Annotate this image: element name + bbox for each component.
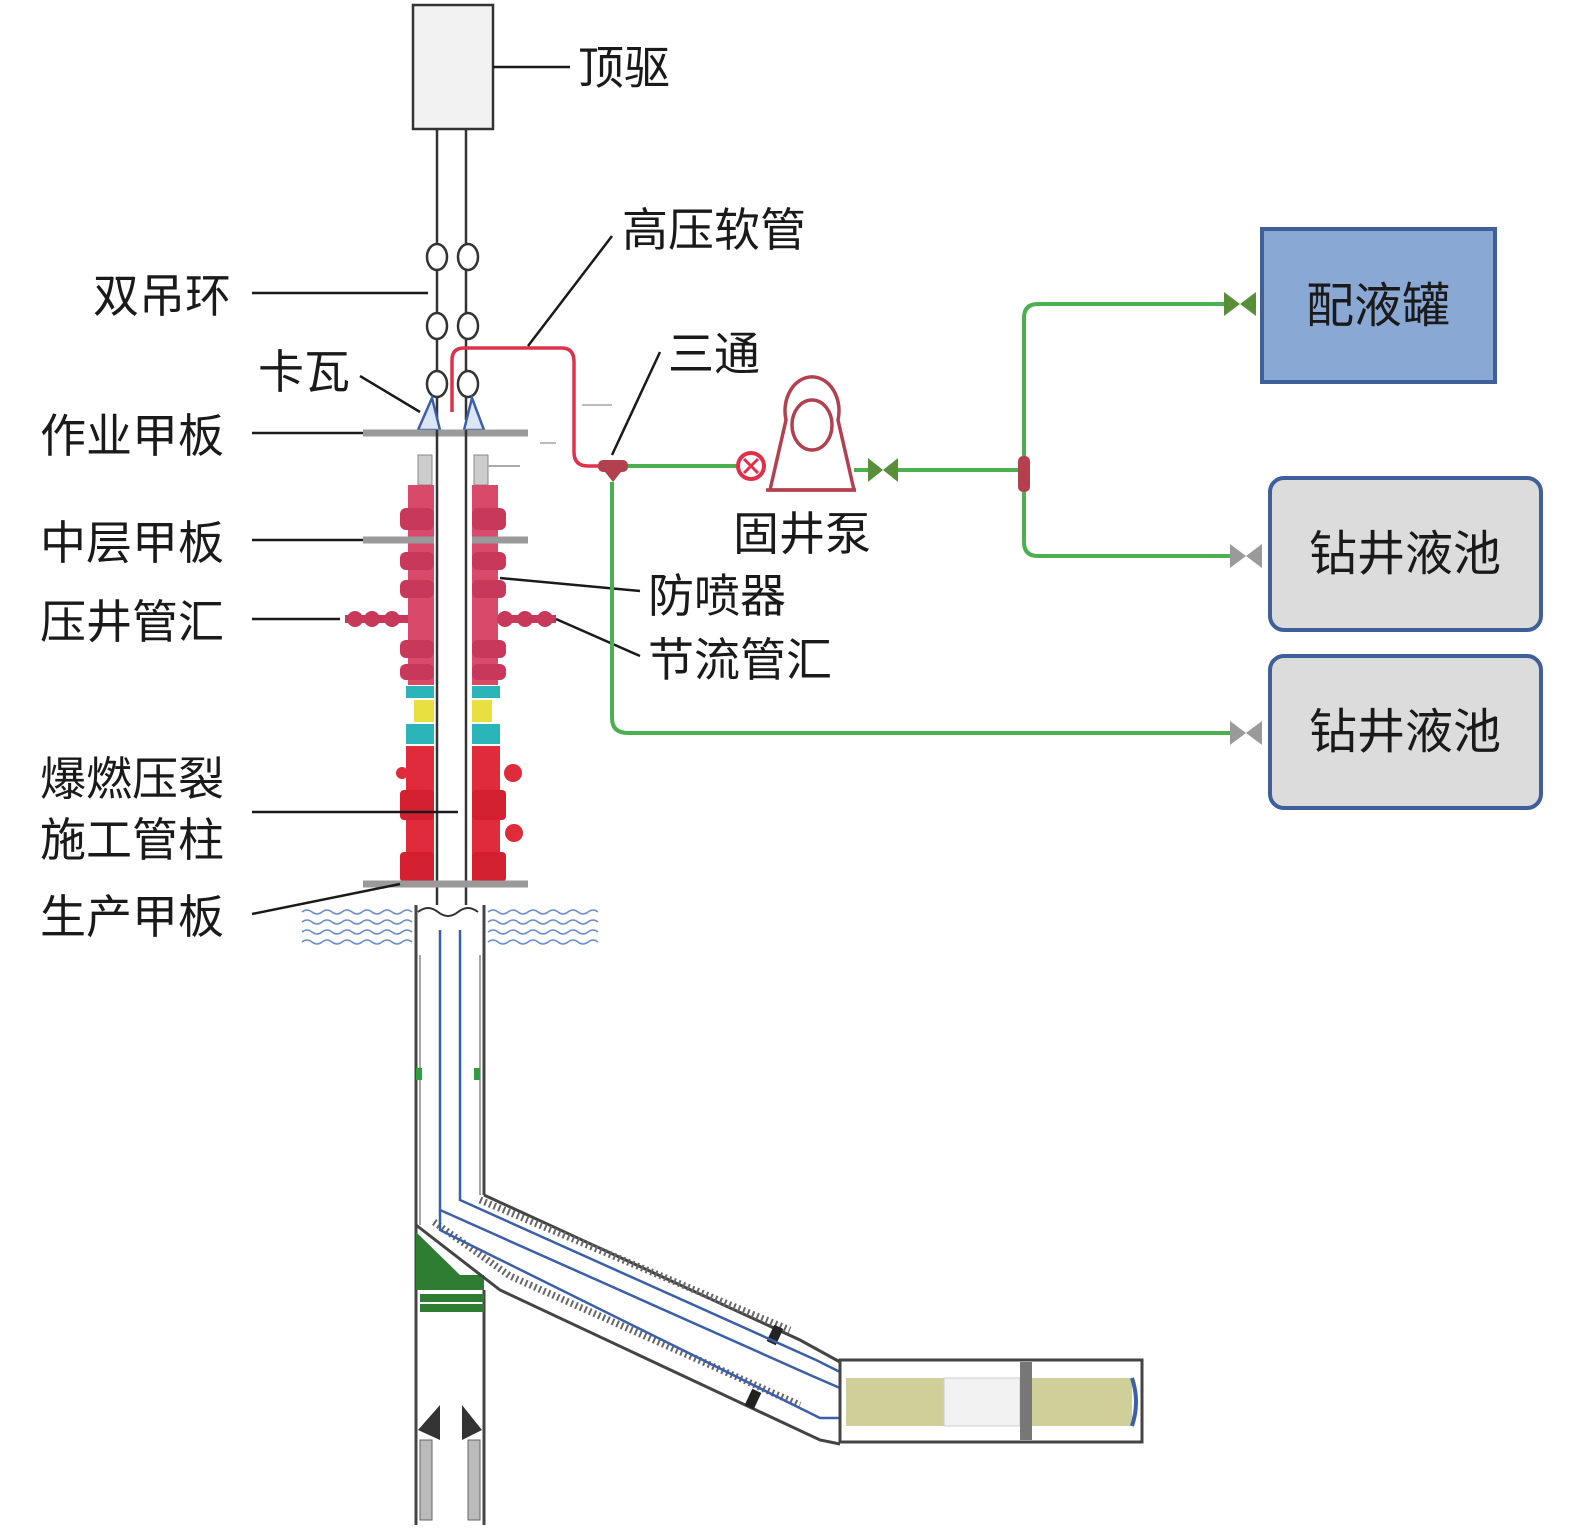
green-valve-pump: [868, 458, 898, 482]
wellbore: [414, 905, 486, 1525]
horizontal-section: [838, 1358, 1144, 1444]
mud-pit-2: [1268, 654, 1543, 810]
fracturing-string: [434, 430, 472, 920]
tee-fitting: [598, 460, 628, 482]
kill-manifold: [345, 611, 408, 627]
mud-pit-1-label: 钻井液池: [1309, 526, 1501, 582]
high-pressure-hose-label: 高压软管: [622, 203, 806, 257]
bop-leader: [499, 576, 641, 593]
mud-pit-2-label: 钻井液池: [1309, 704, 1501, 760]
cementing-pump: [766, 375, 857, 492]
production-deck-leader: [251, 882, 401, 916]
high-pressure-hose-leader: [527, 235, 613, 347]
manifold-tee: [1018, 456, 1030, 492]
line-to-mud-pit-2: [610, 482, 1230, 735]
double-bail-label: 双吊环: [93, 269, 231, 323]
mud-pit-1: [1268, 476, 1543, 632]
choke-manifold-leader: [555, 617, 641, 658]
wellhead-stack: [396, 454, 523, 882]
grey-valve-mud-pit-2: [1230, 721, 1262, 745]
top-drive-box: [411, 3, 495, 131]
kill-manifold-label: 压井管汇: [40, 595, 224, 649]
double-bail: [425, 129, 480, 420]
sea-water: [301, 909, 599, 945]
line-to-mixing-tank: [1022, 302, 1224, 456]
mixing-tank-label: 配液罐: [1306, 278, 1450, 334]
slips-leader: [359, 374, 421, 414]
cementing-pump-label: 固井泵: [733, 507, 871, 561]
slips-label: 卡瓦: [258, 345, 350, 399]
operation-deck-label: 作业甲板: [40, 409, 224, 463]
choke-manifold-label: 节流管汇: [648, 633, 832, 687]
line-to-mud-pit-1: [1022, 492, 1230, 558]
grey-valve-mud-pit-1: [1230, 544, 1262, 568]
tee-label: 三通: [668, 327, 760, 381]
green-valve-mixing-tank: [1224, 292, 1256, 316]
bop-label: 防喷器: [648, 569, 786, 623]
high-pressure-hose: [450, 346, 604, 468]
string-label-line2: 施工管柱: [40, 813, 224, 867]
middle-deck-label: 中层甲板: [40, 516, 224, 570]
top-drive-label: 顶驱: [578, 41, 670, 95]
mixing-tank: [1260, 227, 1497, 384]
choke-manifold: [497, 611, 556, 627]
deviated-wellbore: [415, 1193, 841, 1446]
tee-leader: [610, 351, 662, 456]
string-label-line1: 爆燃压裂: [40, 752, 224, 806]
tubing: [438, 930, 1112, 1390]
red-valve: [736, 451, 766, 481]
production-deck-label: 生产甲板: [40, 890, 224, 944]
